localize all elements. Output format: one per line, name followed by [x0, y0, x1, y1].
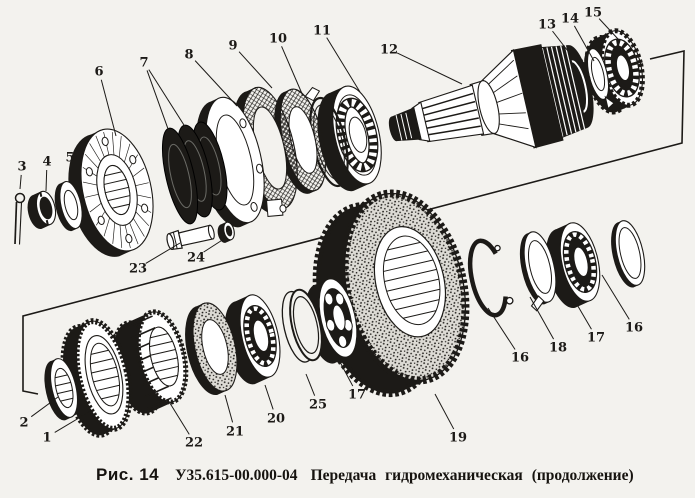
leader-line-23	[145, 242, 181, 264]
callout-22: 22	[185, 436, 203, 451]
part-bearing-17a	[305, 278, 358, 364]
leader-line-6	[100, 79, 117, 137]
leader-line-9	[238, 51, 273, 89]
leader-line-16	[601, 274, 630, 320]
callout-13: 13	[538, 18, 556, 33]
leader-line-8	[194, 60, 238, 107]
leader-line-16	[487, 307, 516, 350]
part-hub-ring-2	[44, 358, 79, 421]
callout-14: 14	[561, 12, 579, 27]
callout-23: 23	[129, 262, 147, 277]
leader-line-18	[529, 296, 555, 340]
callout-9: 9	[228, 39, 237, 54]
callout-11: 11	[313, 24, 331, 39]
callout-10: 10	[269, 32, 287, 47]
leader-line-7	[146, 70, 173, 141]
callout-16: 16	[511, 351, 529, 366]
leader-line-20	[264, 384, 274, 410]
figure-caption: Рис. 14 У35.615-00.000-04 Передача гидро…	[96, 465, 634, 485]
callout-17: 17	[587, 331, 605, 346]
callout-18: 18	[549, 341, 567, 356]
leader-line-7	[148, 69, 197, 145]
part-drive-shaft-12	[388, 44, 594, 149]
callout-21: 21	[226, 425, 244, 440]
part-bearing-17b	[545, 222, 601, 308]
part-bearing-20	[224, 294, 281, 385]
part-cotter-pin-3	[14, 192, 26, 245]
callout-15: 15	[584, 6, 602, 21]
figure-title: Передача гидромеханическая (продолжение)	[310, 467, 634, 484]
leader-line-21	[224, 394, 234, 423]
callout-4: 4	[42, 155, 51, 170]
part-bolt-23	[166, 224, 215, 251]
part-rings-25	[281, 288, 323, 363]
leader-line-14	[573, 25, 595, 62]
leader-line-15	[598, 18, 619, 40]
leader-line-17	[571, 295, 592, 330]
leader-line-22	[167, 399, 190, 435]
callout-24: 24	[187, 251, 205, 266]
callout-20: 20	[267, 412, 285, 427]
leader-line-10	[281, 46, 304, 97]
part-spacer-21	[185, 302, 238, 395]
leader-line-2	[30, 396, 59, 418]
callout-5: 5	[65, 151, 74, 166]
part-main-gear-19	[312, 189, 470, 398]
callout-25: 25	[309, 398, 327, 413]
leader-line-11	[326, 37, 361, 93]
leader-line-13	[552, 30, 582, 69]
callout-8: 8	[184, 48, 193, 63]
callout-1: 1	[42, 431, 51, 446]
leader-line-19	[434, 393, 455, 430]
part-snap-ring-16a	[467, 238, 514, 318]
leader-line-25	[305, 373, 316, 396]
callout-19: 19	[449, 431, 467, 446]
leader-line-1	[54, 408, 95, 433]
leader-line-4	[45, 169, 48, 192]
leader-line-17	[339, 361, 354, 387]
figure-number: Рис. 14	[96, 465, 160, 484]
callout-2: 2	[19, 416, 28, 431]
callout-3: 3	[17, 160, 26, 175]
leader-line-12	[396, 52, 463, 85]
part-washer-5	[54, 180, 83, 232]
part-flange-6	[68, 128, 154, 257]
part-castle-nut-4	[27, 190, 57, 229]
callout-6: 6	[94, 65, 103, 80]
callout-7: 7	[139, 56, 148, 71]
callout-12: 12	[380, 43, 398, 58]
document-code: У35.615-00.000-04	[175, 467, 298, 484]
part-seal-ring-7	[161, 127, 199, 225]
part-nut-24	[217, 221, 235, 243]
leader-line-3	[19, 174, 22, 190]
leader-line-24	[203, 236, 228, 253]
part-ring-16b	[611, 220, 646, 288]
callout-16: 16	[625, 321, 643, 336]
part-lock-washer-18	[519, 231, 557, 312]
parts-layer	[14, 28, 646, 438]
callout-17: 17	[348, 388, 366, 403]
